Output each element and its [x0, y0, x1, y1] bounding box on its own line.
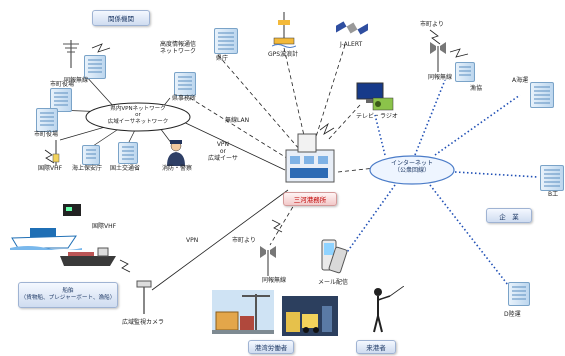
- line-tv-to-port: [327, 104, 361, 141]
- internet-ellipse: [369, 155, 455, 185]
- kankei-kikan-label: 関係機関: [108, 15, 134, 23]
- gps-label: GPS波浪計: [268, 51, 299, 58]
- bolt-7: [119, 259, 131, 273]
- police-officer-icon: [164, 138, 188, 170]
- bolt-6: [429, 29, 441, 45]
- cargo-ship-icon: [58, 246, 118, 272]
- building-icon: [50, 88, 72, 112]
- kigyo-box: 企 業: [486, 208, 532, 223]
- building-icon: [455, 62, 475, 82]
- dot-internet-tr-radio: [414, 79, 446, 156]
- shicho-yori-top-label: 市町より: [420, 21, 444, 28]
- camera-label: 広域監視カメラ: [122, 319, 165, 326]
- raiko-label: 来港者: [366, 344, 386, 352]
- bolt-3: [449, 48, 469, 58]
- kennai-vpn-label: 県内VPNネットワーク or 広域イーサネットワーク: [107, 106, 169, 125]
- bolt-2: [44, 149, 55, 164]
- douhou-musen-tr-label: 同報無線: [428, 74, 453, 81]
- shicho-yakuba-2-label: 市町役場: [34, 131, 59, 138]
- vpn-ellipse: [85, 102, 191, 132]
- kencho-label: 県庁: [216, 55, 229, 62]
- tv-monitor-icon: [356, 82, 384, 108]
- douhou-musen-tl-label: 同報無線: [64, 77, 89, 84]
- d-port-label: D陸運: [504, 311, 521, 318]
- building-icon: [214, 28, 238, 54]
- surveillance-camera-icon: [136, 280, 154, 318]
- building-icon: [84, 55, 106, 79]
- dot-internet-b: [454, 171, 539, 178]
- mobile-phone-icon: [318, 238, 348, 278]
- antenna-icon: [50, 140, 62, 170]
- building-icon: [118, 142, 138, 164]
- header-kankei-kikan: 関係機関: [92, 10, 150, 26]
- jalert-label: J-ALERT: [340, 41, 363, 48]
- dot-internet-d: [429, 184, 509, 286]
- shicho-yakuba-1-label: 市町役場: [50, 81, 75, 88]
- kowan-rodo-label: 港湾労働者: [254, 344, 288, 352]
- line-port-to-camera: [151, 189, 289, 291]
- radio-icon: [372, 96, 394, 115]
- port-office-label: 三河港務所: [293, 196, 327, 204]
- shicho-yori-bottom-label: 市町より: [232, 237, 256, 244]
- kenjimusho-label: 県事務所: [172, 95, 197, 102]
- tv-radio-label: テレビ・ラジオ: [356, 113, 398, 120]
- port-crane-scene-icon: [212, 290, 274, 338]
- gps-buoy-icon: [271, 12, 297, 54]
- forklift-scene-icon: [282, 296, 338, 340]
- douhou-musen-b-label: 同報無線: [262, 277, 287, 284]
- musen-lan-label: 無線LAN: [225, 117, 250, 124]
- line-kenjimusho-to-port: [189, 97, 291, 161]
- port-office-box: 三河港務所: [283, 192, 337, 206]
- kokusai-vhf-2-label: 国際VHF: [92, 223, 117, 230]
- vpn-or-eth-label: VPN or 広域イーサ: [208, 141, 238, 162]
- a-port-label: A海運: [512, 77, 529, 84]
- b-ind-label: B工: [548, 191, 559, 198]
- kigyo-label: 企 業: [499, 212, 519, 221]
- spoke-1: [84, 74, 116, 109]
- kaijo-hoan-label: 海上保安庁: [72, 165, 103, 172]
- building-icon: [540, 165, 564, 191]
- building-icon: [508, 282, 530, 306]
- bolt-4: [271, 219, 283, 233]
- kokusai-vhf-1-label: 国際VHF: [38, 165, 63, 172]
- angler-icon: [364, 285, 405, 338]
- loudspeaker-tower-icon: [428, 40, 448, 76]
- dot-internet-mail: [344, 184, 396, 256]
- line-port-to-internet: [337, 167, 376, 173]
- building-icon: [36, 108, 58, 132]
- kouki-johou-label: 高度情報通信 ネットワーク: [160, 41, 197, 55]
- building-icon: [530, 82, 554, 108]
- bolt-5: [319, 122, 335, 135]
- line-vpn-to-port: [174, 117, 286, 171]
- line-jalert-to-port: [314, 44, 346, 141]
- dot-internet-a: [434, 94, 521, 156]
- shobo-label: 消防・警察: [162, 165, 193, 172]
- kokudo-label: 国土交通省: [110, 165, 141, 172]
- building-icon: [174, 72, 196, 96]
- internet-label: インターネット （公衆回線）: [390, 160, 433, 174]
- satellite-icon: [333, 14, 371, 46]
- raiko-box: 来港者: [356, 340, 396, 354]
- pleasure-boat-icon: [10, 222, 82, 254]
- line-gps-to-port: [283, 47, 306, 141]
- gyokyo-label: 漁協: [470, 85, 483, 92]
- spoke-4: [89, 127, 121, 149]
- vhf-radio-icon: [62, 200, 82, 222]
- loudspeaker-tower-icon: [258, 246, 278, 280]
- vpn-label: VPN: [186, 237, 199, 244]
- building-icon: [82, 145, 100, 165]
- mail-label: メール配信: [318, 279, 349, 286]
- dot-internet-tv: [374, 114, 386, 156]
- port-office-building-icon: [280, 130, 340, 192]
- antenna-icon: [60, 38, 82, 72]
- kowan-rodo-box: 港湾労働者: [248, 340, 294, 354]
- ships-box: 船舶 （貨物船、プレジャーボート、漁船）: [18, 282, 118, 308]
- ships-label: 船舶 （貨物船、プレジャーボート、漁船）: [20, 287, 116, 301]
- bolt-1: [91, 43, 111, 53]
